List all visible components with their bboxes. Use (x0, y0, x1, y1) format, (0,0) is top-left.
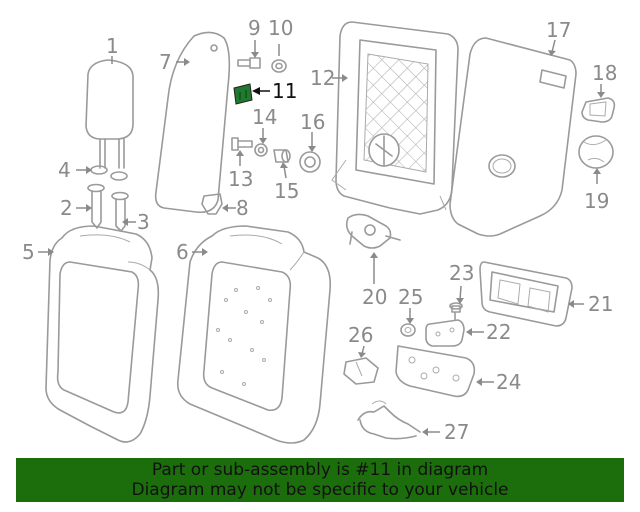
callout-13: 13 (228, 167, 253, 191)
callout-4: 4 (58, 158, 71, 182)
clip-26-part[interactable] (343, 357, 379, 385)
callout-16: 16 (300, 110, 325, 134)
seat-back-cushion-left-part[interactable] (45, 225, 160, 443)
washer-14-part[interactable] (254, 143, 268, 157)
callout-7: 7 (159, 50, 172, 74)
seat-back-pad-part[interactable] (176, 225, 332, 444)
callout-labels: 1 2 3 4 5 6 7 8 9 10 11 12 13 14 15 16 1… (22, 16, 617, 444)
bolt-9-part[interactable] (237, 57, 261, 69)
screw-23-part[interactable] (449, 302, 463, 321)
rear-panel-part[interactable] (449, 37, 577, 237)
callout-5: 5 (22, 240, 35, 264)
highlighted-bracket-part[interactable] (233, 83, 253, 105)
clip-part[interactable] (201, 193, 223, 215)
cap-part[interactable] (578, 135, 614, 169)
callout-21: 21 (588, 292, 613, 316)
callout-15: 15 (274, 179, 299, 203)
part-info-banner: Part or sub-assembly is #11 in diagram D… (16, 458, 624, 502)
callout-9: 9 (248, 16, 261, 40)
cable-part[interactable] (357, 400, 421, 440)
leader-lines (38, 39, 605, 436)
headrest-part[interactable] (85, 59, 134, 169)
callout-6: 6 (176, 240, 189, 264)
callout-22: 22 (486, 320, 511, 344)
callout-27: 27 (444, 420, 469, 444)
callout-24: 24 (496, 370, 521, 394)
callout-2: 2 (60, 196, 73, 220)
callout-17: 17 (546, 18, 571, 42)
callout-14: 14 (252, 105, 277, 129)
banner-line-part-number: Part or sub-assembly is #11 in diagram (151, 460, 489, 480)
callout-18: 18 (592, 61, 617, 85)
callout-23: 23 (449, 261, 474, 285)
banner-line-disclaimer: Diagram may not be specific to your vehi… (131, 480, 509, 500)
bushing-part[interactable] (273, 149, 291, 163)
washer-10-part[interactable] (271, 59, 287, 73)
nut-16-part[interactable] (299, 151, 321, 173)
headrest-guide-part[interactable] (87, 183, 129, 232)
callout-8: 8 (236, 196, 249, 220)
bezel-part[interactable] (479, 261, 573, 327)
latch-cover-part[interactable] (581, 97, 616, 123)
side-bolster-part[interactable] (154, 31, 231, 214)
callout-3: 3 (137, 210, 150, 234)
callout-10: 10 (268, 16, 293, 40)
bracket-plate-part[interactable] (395, 345, 476, 398)
latch-part[interactable] (345, 213, 401, 249)
headrest-guide-cap-part[interactable] (90, 165, 128, 181)
grommet-part[interactable] (400, 323, 416, 337)
callout-26: 26 (348, 323, 373, 347)
callout-25: 25 (398, 285, 423, 309)
bolt-13-part[interactable] (231, 137, 253, 151)
bracket-22-part[interactable] (425, 319, 465, 347)
callout-12: 12 (310, 66, 335, 90)
seat-back-frame-part[interactable] (331, 21, 459, 215)
callout-1: 1 (106, 34, 119, 58)
callout-19: 19 (584, 189, 609, 213)
callout-11: 11 (272, 79, 297, 103)
callout-20: 20 (362, 285, 387, 309)
